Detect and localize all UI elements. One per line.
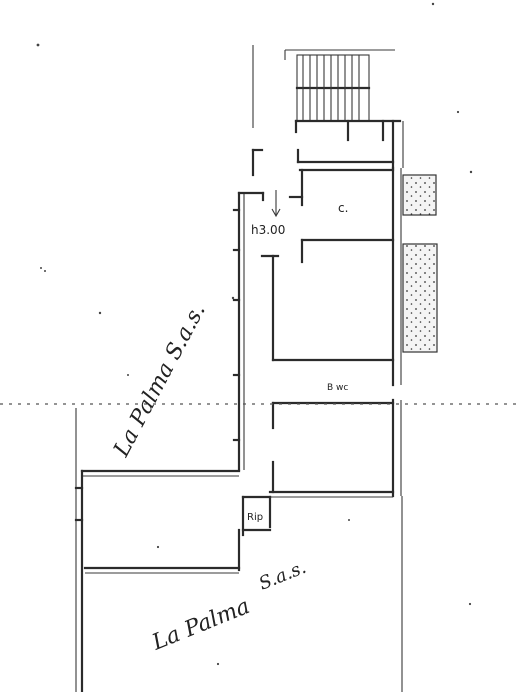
ceiling-height-label: h3.00 <box>251 223 285 237</box>
bathroom-label: B wc <box>327 383 348 393</box>
lower-left-unit <box>74 408 241 692</box>
storage-label: Rip <box>247 512 263 523</box>
west-wall <box>232 191 265 472</box>
room-walls <box>260 168 395 498</box>
storage-room <box>241 495 272 537</box>
owner-upper-label: La Palma S.a.s. <box>109 300 211 462</box>
owner-lower-label-1: S.a.s. <box>256 557 309 595</box>
staircase <box>284 49 395 122</box>
balcony-upper-fill <box>403 175 436 215</box>
entry-arrow <box>271 190 281 218</box>
room-c-label: c. <box>338 201 348 215</box>
east-wall <box>391 166 403 692</box>
owner-lower-label-2: La Palma <box>148 594 253 656</box>
scan-specks <box>36 2 473 666</box>
upper-walls <box>251 45 404 177</box>
balcony-lower-fill <box>403 244 437 352</box>
